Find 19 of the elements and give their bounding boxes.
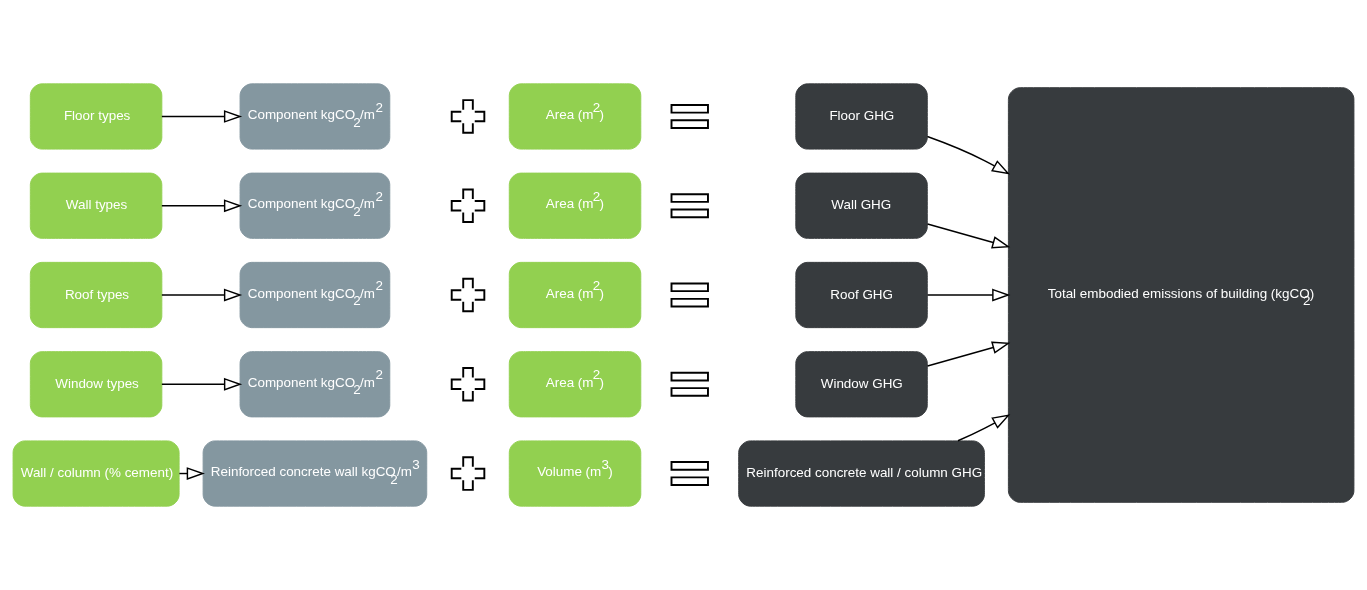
node-box: Window types (29, 351, 163, 418)
node-box: Floor GHG (795, 83, 928, 150)
arrow (926, 223, 1011, 249)
node-box: Floor types (29, 83, 163, 150)
arrow (161, 110, 243, 123)
arrow (926, 288, 1011, 302)
node-box: Roof types (29, 261, 163, 329)
node-box: Wall / column (% cement) (12, 440, 180, 507)
node-box: Wall types (29, 172, 163, 239)
node-box: Reinforced concrete wall / column GHG (738, 440, 985, 507)
node-box: Wall GHG (795, 172, 928, 239)
node-box: Roof GHG (795, 261, 928, 329)
arrow (926, 341, 1011, 367)
arrow (161, 199, 243, 213)
arrow (161, 288, 243, 302)
arrow (926, 135, 1011, 175)
arrow (161, 377, 243, 391)
arrow (957, 414, 1011, 442)
node-box: Window GHG (795, 351, 928, 418)
